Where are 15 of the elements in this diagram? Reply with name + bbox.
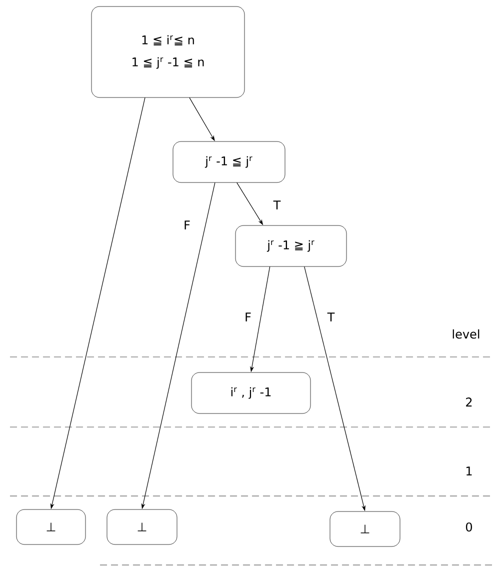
level-label: level	[452, 329, 480, 339]
condition-box: ⊥	[330, 511, 400, 547]
edge-label: F	[184, 220, 190, 230]
condition-box: i$^{r}$ , j$^{r}$ -1	[191, 372, 311, 414]
condition-box: j$^{r}$ -1 ≦ j$^{r}$	[172, 141, 286, 183]
edge-label: F	[246, 312, 251, 322]
level-label: 1	[466, 466, 472, 476]
condition-box: ⊥	[106, 509, 178, 545]
level-label: 2	[466, 398, 472, 406]
edge-label: T	[273, 200, 281, 210]
edge-label: T	[327, 312, 335, 322]
condition-box: ⊥	[16, 509, 86, 545]
condition-box: 1 ≦ i$^{r}$≦ n 1 ≦ j$^{r}$ -1 ≦ n	[91, 6, 245, 98]
level-label: 0	[466, 522, 472, 532]
condition-box: j$^{r}$ -1 ≧ j$^{r}$	[235, 225, 347, 267]
